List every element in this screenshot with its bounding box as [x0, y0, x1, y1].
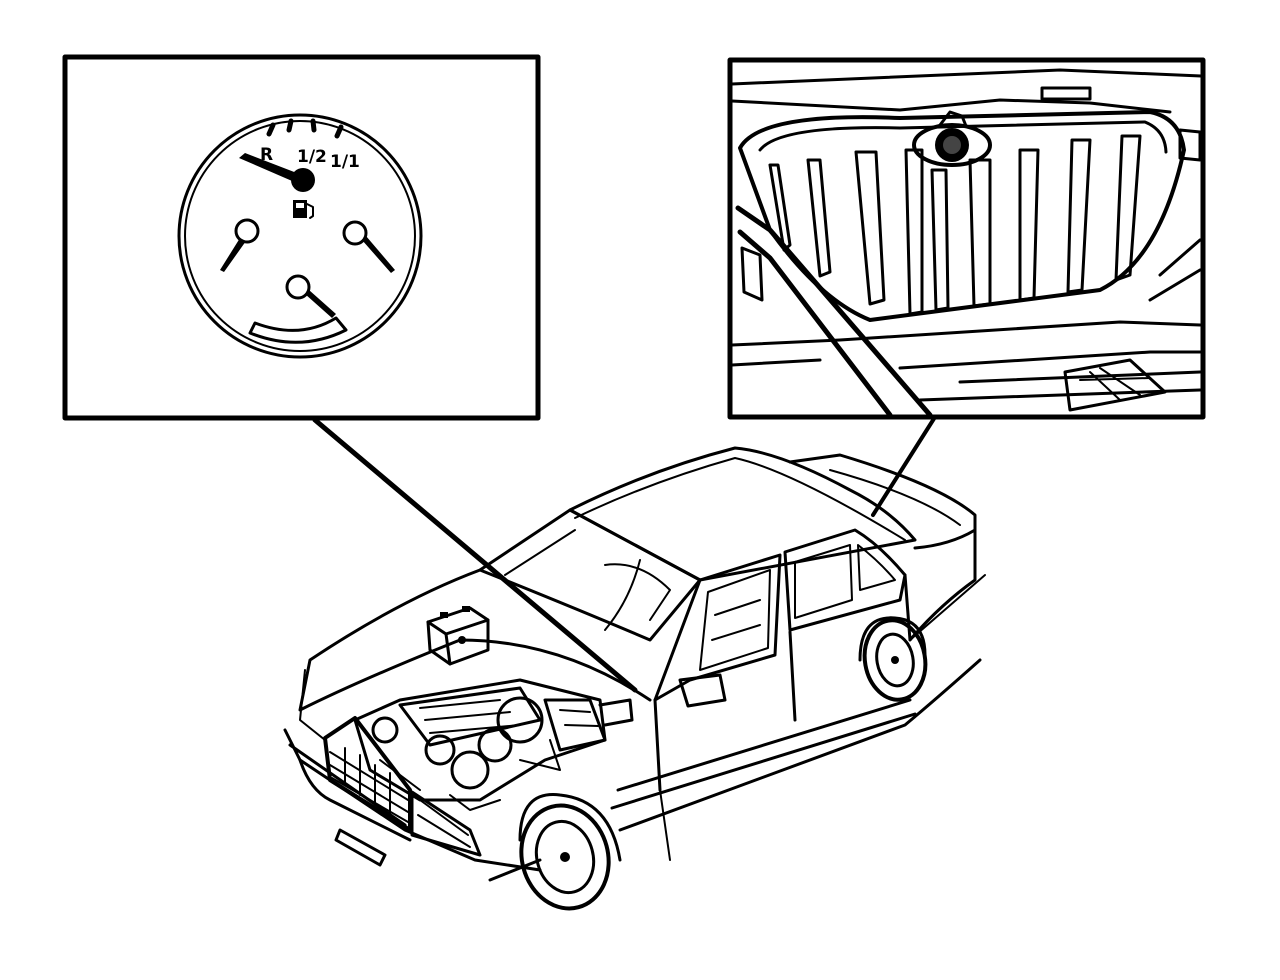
car-hood [298, 568, 652, 712]
car-front-wheel [518, 793, 622, 911]
car-grille [323, 716, 412, 832]
gauge-tick [286, 118, 294, 133]
fuel-pump-icon [293, 200, 314, 219]
gauge-label-reserve: R [260, 145, 273, 165]
car-rear-window [783, 528, 907, 632]
car-trunk [788, 453, 977, 550]
car-illustration [283, 446, 986, 911]
car-rear-wheel [858, 616, 928, 702]
gauge-bezel-inner [184, 120, 416, 352]
car-front-bumper [283, 728, 542, 872]
sub-gauge-pin-left [220, 218, 260, 272]
car-windshield [478, 508, 702, 642]
fuel-gauge: R 1/2 1/1 [177, 113, 423, 359]
gauge-tick [334, 124, 344, 139]
filler-cap [912, 110, 992, 167]
grille-outline [738, 110, 1186, 322]
filler-detail-inset-frame [727, 57, 1206, 420]
gauge-callout-line [312, 417, 638, 693]
reserve-band [248, 316, 348, 344]
gauge-label-half: 1/2 [297, 147, 327, 167]
sub-gauge-pin-right [342, 220, 395, 273]
car-side-mirror [678, 673, 727, 708]
sub-gauge-pin-bottom [285, 274, 336, 318]
fuel-gauge-inset: R 1/2 1/1 [62, 54, 541, 421]
gauge-bezel-outer [177, 113, 423, 359]
gauge-needle-hub [291, 168, 315, 192]
car-battery [426, 606, 490, 666]
grille-slats [768, 134, 1142, 316]
car-headlight [410, 790, 482, 857]
gauge-needle [239, 153, 302, 184]
gauge-label-full: 1/1 [330, 152, 360, 172]
car-engine [353, 678, 634, 811]
fuel-gauge-inset-frame [62, 54, 541, 421]
car-front-window [653, 553, 782, 702]
gauge-tick [310, 118, 317, 133]
gauge-tick [266, 122, 276, 137]
filler-detail-inset [727, 57, 1206, 420]
callout-lines [312, 415, 937, 693]
filler-callout-line [871, 415, 937, 517]
car-roof [568, 446, 917, 582]
